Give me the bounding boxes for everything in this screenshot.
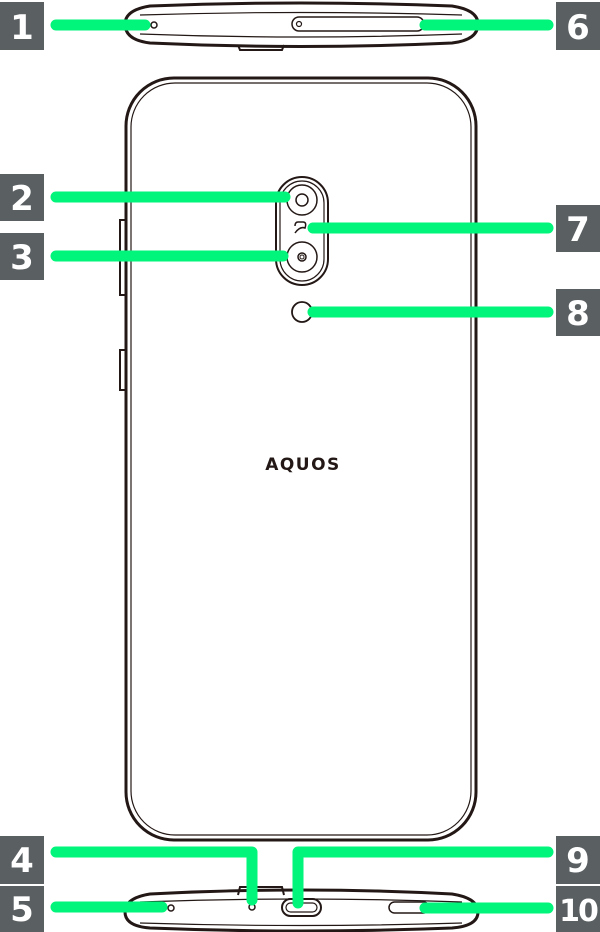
- bottom-microphone-icon: [167, 904, 175, 912]
- top-microphone-icon: [150, 21, 158, 29]
- sim-tray-icon: [291, 16, 425, 32]
- phone-top-edge: [123, 1, 480, 51]
- svg-text:9: 9: [566, 841, 590, 881]
- callout-5: 5: [0, 886, 44, 932]
- power-key: [119, 349, 127, 391]
- callout-3: 3: [0, 233, 44, 280]
- svg-text:4: 4: [10, 841, 34, 881]
- svg-text:7: 7: [566, 210, 590, 250]
- callout-9: 9: [556, 836, 600, 884]
- callout-1: 1: [0, 2, 44, 50]
- svg-text:8: 8: [566, 294, 590, 334]
- svg-text:10: 10: [559, 894, 598, 929]
- sub-camera-icon: [286, 241, 318, 273]
- callout-4: 4: [0, 836, 44, 884]
- svg-text:1: 1: [10, 8, 34, 48]
- svg-text:5: 5: [10, 890, 34, 930]
- felica-mark-icon: [294, 221, 307, 234]
- callout-2: 2: [0, 174, 44, 221]
- svg-text:2: 2: [10, 179, 34, 219]
- callout-8: 8: [556, 289, 600, 336]
- callout-7: 7: [556, 205, 600, 252]
- svg-text:6: 6: [566, 8, 590, 48]
- svg-text:3: 3: [10, 238, 34, 278]
- aquos-logo: AQUOS: [265, 455, 341, 475]
- main-camera-icon: [286, 184, 318, 216]
- callout-6: 6: [556, 2, 600, 50]
- callout-10: 10: [556, 886, 600, 932]
- leader-lines: [50, 19, 554, 914]
